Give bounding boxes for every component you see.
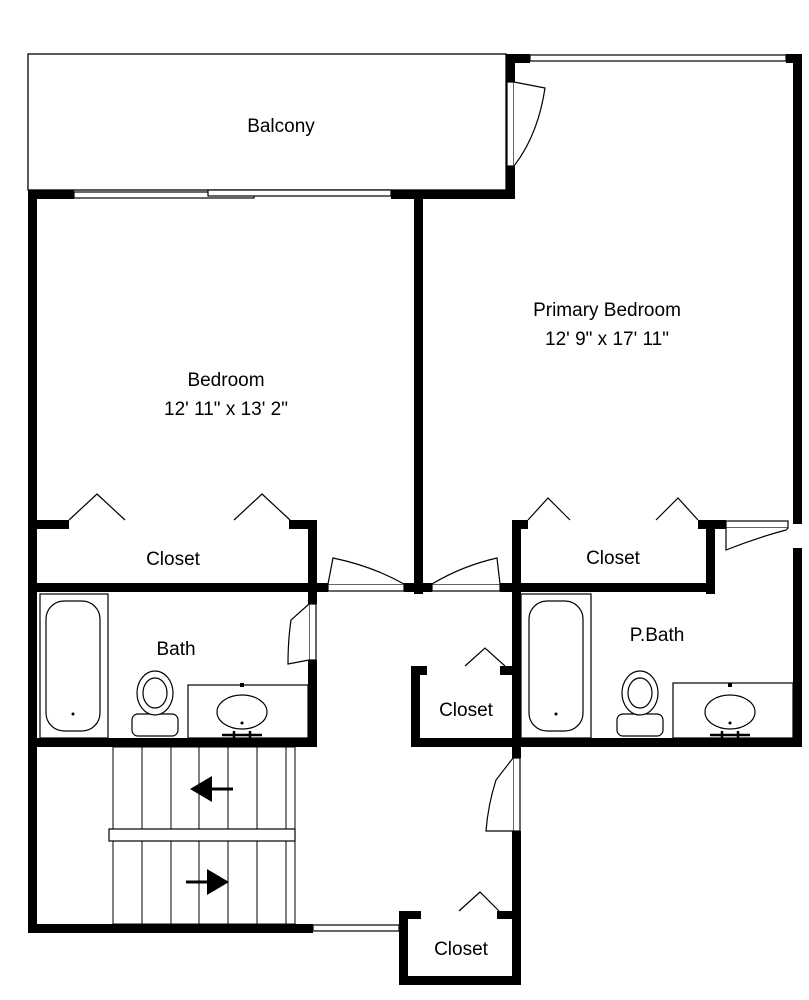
stair-arrow-right-icon bbox=[186, 869, 229, 895]
bath-fixtures bbox=[39, 593, 309, 739]
p-bath-label: P.Bath bbox=[630, 625, 685, 646]
balcony-door bbox=[506, 81, 546, 167]
primary-window bbox=[529, 54, 787, 62]
stairs bbox=[108, 746, 296, 925]
balcony-label: Balcony bbox=[247, 116, 315, 137]
primary-bedroom-door bbox=[431, 557, 501, 592]
toilet-icon bbox=[131, 670, 179, 737]
walls bbox=[28, 54, 802, 985]
bedroom-label: Bedroom bbox=[187, 370, 264, 391]
hall-closet-door bbox=[485, 757, 521, 832]
primary-bedroom-size: 12' 9" x 17' 11" bbox=[545, 329, 669, 350]
bathtub-icon bbox=[520, 593, 592, 739]
primary-bedroom-label: Primary Bedroom bbox=[533, 300, 681, 321]
bedroom-window-2 bbox=[207, 189, 392, 197]
closet-bottom-label: Closet bbox=[434, 939, 489, 960]
closet-primary-label: Closet bbox=[586, 548, 641, 569]
bath-door bbox=[287, 603, 317, 665]
toilet-icon bbox=[616, 670, 664, 737]
closet-chevrons bbox=[68, 493, 699, 912]
sink-icon bbox=[216, 683, 268, 738]
hall-window bbox=[312, 924, 400, 932]
bedroom-size: 12' 11" x 13' 2" bbox=[164, 399, 288, 420]
closet-bedroom-label: Closet bbox=[146, 549, 201, 570]
bedroom-door bbox=[327, 557, 405, 592]
p-bath-fixtures bbox=[520, 593, 794, 739]
doors bbox=[287, 81, 789, 832]
sink-icon bbox=[704, 683, 756, 738]
stair-arrow-left-icon bbox=[190, 776, 233, 802]
closet-hall-label: Closet bbox=[439, 700, 494, 721]
p-bath-door bbox=[725, 520, 789, 551]
windows bbox=[73, 54, 787, 932]
bathtub-icon bbox=[39, 593, 109, 739]
bath-label: Bath bbox=[156, 639, 195, 660]
